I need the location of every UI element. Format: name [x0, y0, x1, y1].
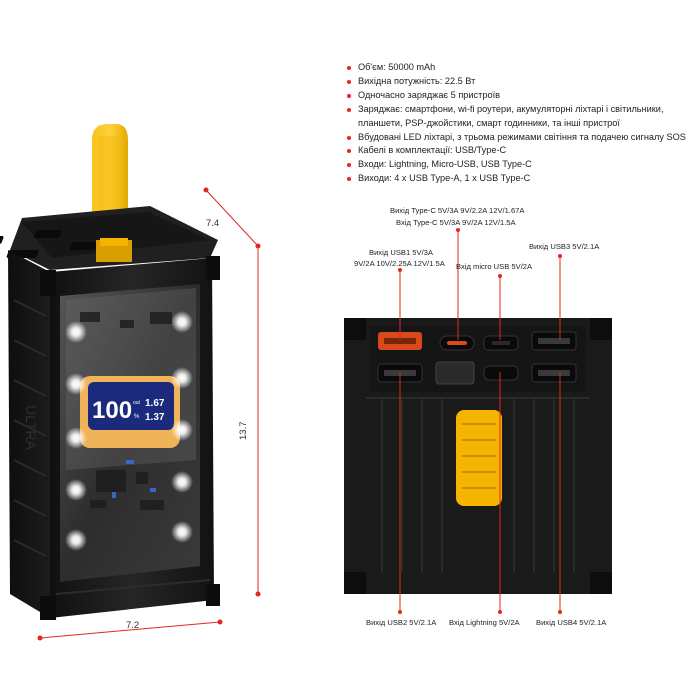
lightning-port [483, 365, 519, 381]
dimension-height: 13.7 [238, 421, 249, 441]
bullet-icon [347, 79, 351, 84]
label-usb3: Вихід USB3 5V/2.1A [529, 242, 600, 251]
bullet-icon [347, 93, 351, 98]
label-micro-in: Вхід micro USB 5V/2A [456, 262, 533, 271]
bullet-icon [347, 107, 351, 112]
callout-lines [398, 228, 562, 614]
spec-item: Вихідна потужність: 22.5 Вт [346, 75, 698, 89]
bullet-icon [347, 177, 351, 182]
led-lights [65, 311, 193, 551]
power-button [435, 361, 475, 385]
powerbank-perspective: ULTRA 100 out 1.67 % [0, 124, 220, 620]
svg-text:ULTRA: ULTRA [23, 405, 39, 451]
spec-item: Входи: Lightning, Micro-USB, USB Type-C [346, 158, 698, 172]
bullet-icon [347, 135, 351, 140]
spec-item: Одночасно заряджає 5 пристроїв [346, 89, 698, 103]
label-typec-out: Вихід Type-C 5V/3A 9V/2.2A 12V/1.67A [390, 206, 525, 215]
label-usb1-line2: 9V/2A 10V/2.25A 12V/1.5A [354, 259, 445, 268]
dimension-depth: 7.4 [206, 218, 220, 229]
label-usb4: Вихід USB4 5V/2.1A [536, 618, 607, 627]
display-percent: 100 [92, 397, 132, 424]
display-screen [88, 382, 174, 430]
bullet-icon [347, 163, 351, 168]
display-out-label: out [133, 400, 141, 406]
powerbank-front-view [344, 318, 612, 594]
bullet-icon [347, 149, 351, 154]
label-typec-in: Вхід Type-C 5V/3A 9V/2A 12V/1.5A [396, 218, 516, 227]
spec-item: Заряджає: смартфони, wi-fi роутери, акум… [346, 103, 698, 131]
dimension-width: 7.2 [126, 620, 140, 631]
display-percent-sign: % [134, 414, 140, 420]
spec-list: Об'єм: 50000 mAh Вихідна потужність: 22.… [346, 61, 698, 186]
spec-item: Об'єм: 50000 mAh [346, 61, 698, 75]
display-in-value: 1.37 [145, 412, 165, 423]
spec-item: Вбудовані LED ліхтарі, з трьома режимами… [346, 131, 698, 145]
label-lightning-in: Вхід Lightning 5V/2A [449, 618, 520, 627]
bullet-icon [347, 66, 351, 70]
dimension-lines [37, 187, 261, 641]
label-usb2: Вихід USB2 5V/2.1A [366, 618, 437, 627]
display-out-value: 1.67 [145, 398, 165, 409]
strap-front [456, 410, 502, 506]
label-usb1-line1: Вихід USB1 5V/3A [369, 248, 433, 257]
spec-item: Виходи: 4 x USB Type-A, 1 x USB Type-C [346, 172, 698, 186]
spec-item: Кабелі в комплектації: USB/Type-C [346, 144, 698, 158]
